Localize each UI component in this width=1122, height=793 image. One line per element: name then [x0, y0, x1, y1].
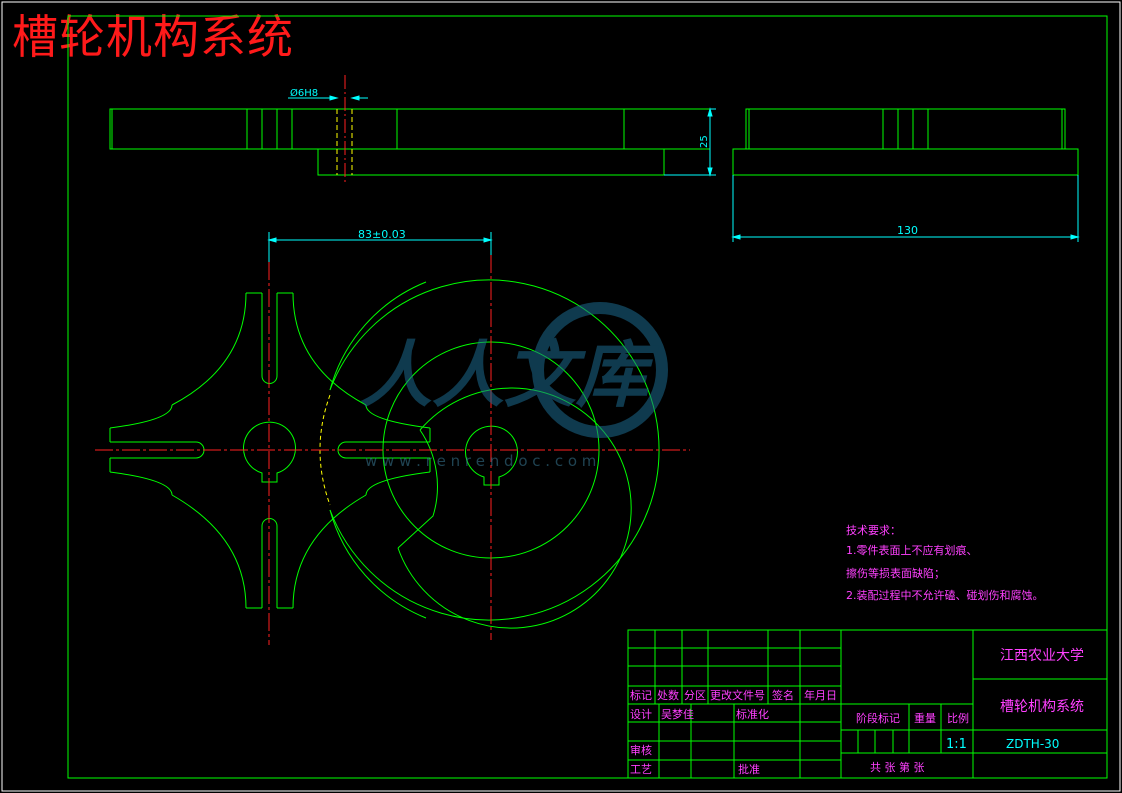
header-date: 年月日	[804, 688, 837, 702]
drawing-name: 槽轮机构系统	[1000, 699, 1084, 715]
header-mark: 标记	[630, 688, 652, 702]
watermark-logo-text: 人人文库	[360, 333, 660, 417]
design-label: 设计	[630, 708, 652, 721]
tech-requirement-line: 2.装配过程中不允许磕、碰划伤和腐蚀。	[846, 588, 1044, 602]
front-view	[109, 108, 711, 176]
centerlines	[95, 255, 690, 645]
watermark-url: w w w . r e n r e n d o c . c o m	[365, 452, 596, 470]
title-block	[627, 629, 1108, 779]
hole-dimension	[288, 95, 368, 101]
sheet-text: 共 张 第 张	[870, 760, 925, 774]
tech-requirement-line: 1.零件表面上不应有划痕、	[846, 543, 978, 557]
drawing-code: ZDTH-30	[1006, 737, 1059, 751]
tech-requirements: 技术要求： 1.零件表面上不应有划痕、 擦伤等损表面缺陷； 2.装配过程中不允许…	[846, 524, 1044, 602]
hole-dimension-label: Ø6H8	[290, 87, 318, 99]
side-view	[732, 108, 1079, 176]
drawing-frame	[67, 15, 1108, 779]
watermark: 人人文库 w w w . r e n r e n d o c . c o m	[360, 302, 668, 470]
drawing-title: 槽轮机构系统	[12, 10, 294, 64]
header-signature: 签名	[772, 688, 794, 702]
weight-label: 重量	[914, 711, 936, 725]
tech-requirement-line: 擦伤等损表面缺陷；	[846, 566, 945, 580]
scale-value: 1:1	[946, 737, 967, 752]
geneva-wheel	[109, 292, 431, 609]
watermark-logo-icon	[532, 302, 668, 438]
standardize-label: 标准化	[736, 707, 769, 721]
header-change-doc: 更改文件号	[710, 688, 765, 702]
process-label: 工艺	[630, 763, 652, 776]
review-label: 审核	[630, 743, 652, 757]
thickness-dimension-label: 25	[699, 135, 710, 148]
approve-label: 批准	[738, 762, 760, 776]
stage-label: 阶段标记	[856, 711, 900, 725]
university-name: 江西农业大学	[1000, 648, 1084, 664]
header-count: 处数	[657, 689, 679, 702]
thickness-dimension	[664, 107, 716, 177]
driving-wheel	[329, 279, 660, 629]
width-dimension-label: 130	[897, 224, 918, 237]
title-block-text: 标记 处数 分区 更改文件号 签名 年月日 设计 吴梦佳 标准化 审核 工艺 批…	[630, 648, 1084, 776]
designer-name: 吴梦佳	[661, 707, 694, 721]
header-zone: 分区	[684, 689, 706, 702]
width-dimension	[731, 175, 1080, 242]
scale-label: 比例	[947, 711, 969, 725]
center-distance-label: 83±0.03	[358, 228, 406, 241]
tech-requirements-heading: 技术要求：	[846, 524, 901, 537]
